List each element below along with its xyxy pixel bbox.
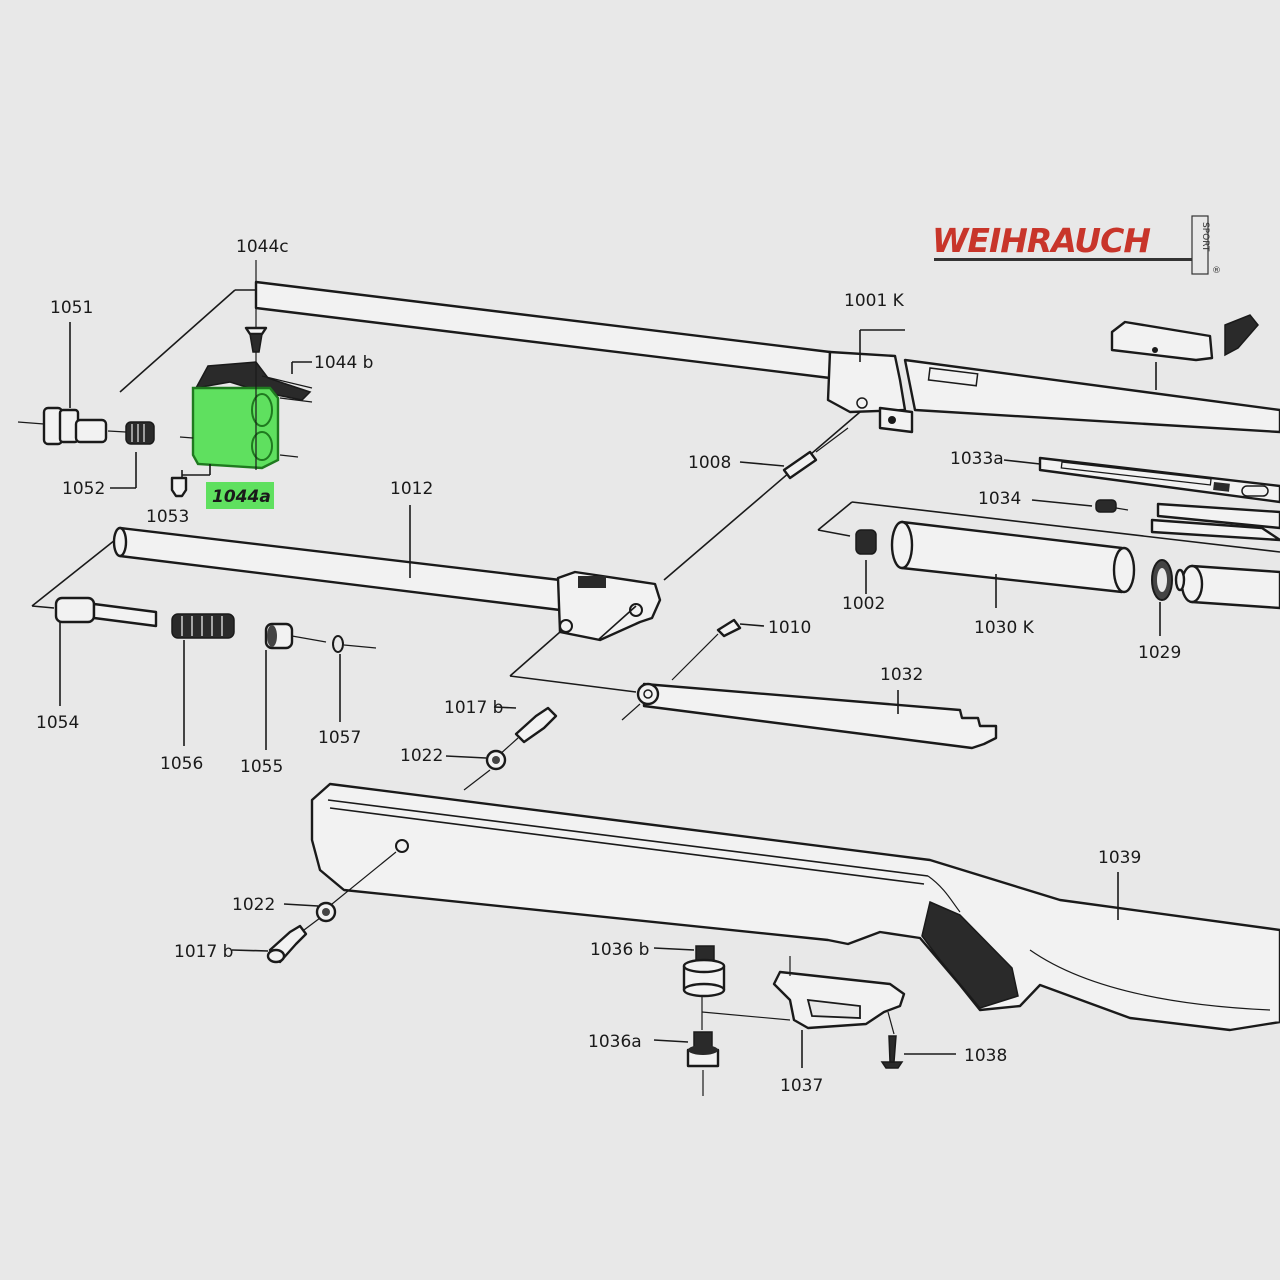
part-1036a-bushing (653, 1031, 720, 1096)
label-1033a: 1033a (950, 449, 1004, 469)
label-1039: 1039 (1098, 848, 1141, 868)
logo-sport-box (1191, 215, 1209, 275)
part-labels: 1044c 1051 1044 b 1001 K 1052 1044a 1053… (36, 237, 1181, 1096)
part-trigger-plates (1150, 502, 1280, 542)
rear-sight-part (1110, 314, 1259, 390)
part-1037-trigger-guard (772, 956, 906, 1068)
label-1053: 1053 (146, 507, 189, 527)
label-1052: 1052 (62, 479, 105, 499)
part-1051-cap (17, 322, 108, 446)
part-1055-bushing (264, 622, 327, 750)
part-1010-pin (671, 618, 765, 681)
part-1054-piston (31, 596, 158, 706)
label-1001k: 1001 K (844, 291, 905, 311)
label-1056: 1056 (160, 754, 203, 774)
label-1044a-highlight (206, 482, 274, 509)
logo-underline (934, 258, 1192, 261)
label-1044b: 1044 b (314, 353, 373, 373)
label-1057: 1057 (318, 728, 361, 748)
label-1032: 1032 (880, 665, 923, 685)
label-1044a: 1044a (212, 487, 271, 507)
part-1053-pin (170, 476, 188, 498)
label-1054: 1054 (36, 713, 79, 733)
part-1032-link (621, 682, 998, 750)
label-1017b-lower: 1017 b (174, 942, 233, 962)
part-1022-washer-lower (283, 851, 397, 923)
label-1002: 1002 (842, 594, 885, 614)
label-1034: 1034 (978, 489, 1021, 509)
part-1039-stock (310, 782, 1280, 1032)
weihrauch-logo: WEIHRAUCH SPORT ® (932, 215, 1221, 276)
brand-sport: SPORT (1200, 222, 1210, 252)
label-1055: 1055 (240, 757, 283, 777)
label-1017b-upper: 1017 b (444, 698, 503, 718)
label-1036b: 1036 b (590, 940, 649, 960)
label-1044c: 1044c (236, 237, 289, 257)
part-1008-pin (739, 427, 849, 480)
part-1038-screw (880, 1035, 956, 1069)
label-1029: 1029 (1138, 643, 1181, 663)
part-1033a-rail (1003, 456, 1280, 504)
label-1051: 1051 (50, 298, 93, 318)
part-1057-washer (332, 635, 377, 722)
part-1034-spring (1031, 499, 1129, 513)
part-1052-spring (107, 421, 155, 489)
brand-registered: ® (1212, 266, 1221, 276)
label-1030k: 1030 K (974, 618, 1035, 638)
label-1022-upper: 1022 (400, 746, 443, 766)
part-1029-nut (1151, 559, 1173, 636)
brand-name: WEIHRAUCH (932, 221, 1150, 260)
part-1017b-screw-lower (231, 917, 321, 964)
part-1044b (261, 361, 313, 389)
part-1012-lever (31, 411, 861, 693)
part-1056-spring (171, 613, 235, 746)
part-1036b-bushing (653, 945, 791, 1030)
part-1022-washer-upper (445, 749, 507, 791)
label-1036a: 1036a (588, 1032, 642, 1052)
label-1038: 1038 (964, 1046, 1007, 1066)
part-1030-bracket-lines (817, 501, 1280, 553)
part-1002-nut (855, 529, 877, 594)
label-1010: 1010 (768, 618, 811, 638)
part-1001k-barrel (119, 280, 1280, 434)
part-cylinder-right (1174, 564, 1280, 610)
label-1012: 1012 (390, 479, 433, 499)
label-1008: 1008 (688, 453, 731, 473)
part-1030k-cylinder (890, 520, 1136, 608)
label-1022-lower: 1022 (232, 895, 275, 915)
label-1037: 1037 (780, 1076, 823, 1096)
part-1044c-screw (244, 260, 268, 470)
part-1044a-block-highlighted (179, 361, 313, 483)
